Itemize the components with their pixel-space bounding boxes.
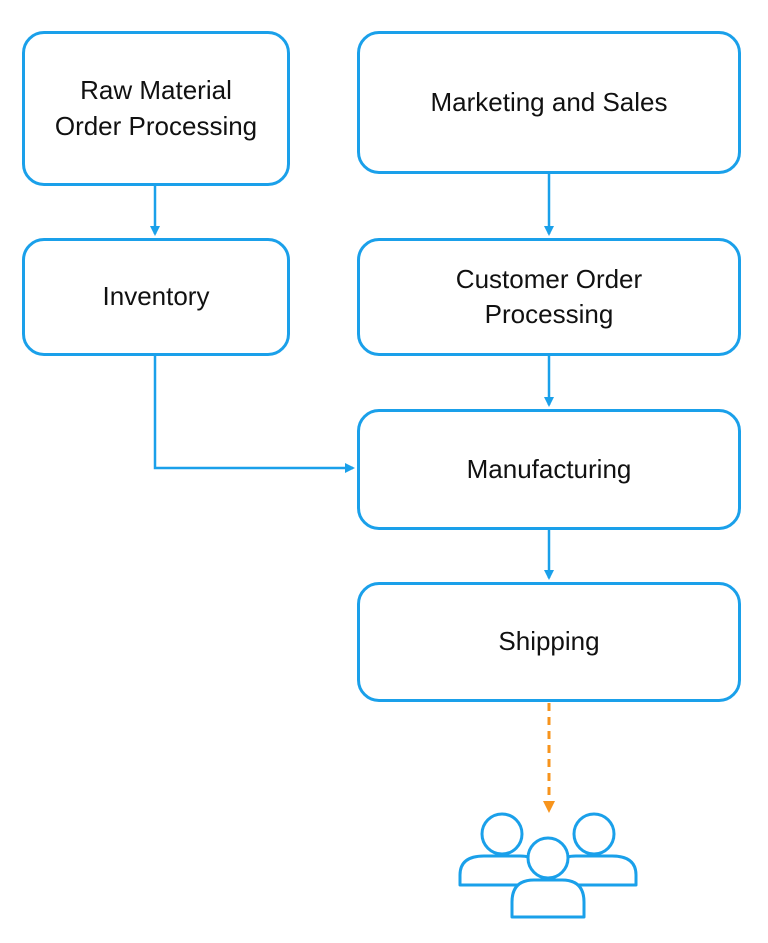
inventory-label: Inventory (102, 281, 210, 312)
shipping-label: Shipping (498, 626, 600, 657)
raw-material-order-processing-box: Raw Material Order Processing (22, 31, 290, 186)
manufacturing-label: Manufacturing (466, 453, 632, 484)
customer-order-processing-box: Customer Order Processing (357, 238, 741, 356)
shipping-box: Shipping (357, 582, 741, 702)
inventory-box: Inventory (22, 238, 290, 356)
arrow-inventory-to-manufacturing (153, 356, 355, 473)
customers-group-icon (458, 812, 638, 919)
manufacturing-box: Manufacturing (357, 409, 741, 530)
customer-order-processing-label: Customer Order Processing (455, 263, 643, 329)
raw-material-order-processing-label: Raw Material Order Processing (54, 75, 258, 141)
marketing-and-sales-box: Marketing and Sales (357, 31, 741, 174)
marketing-and-sales-label: Marketing and Sales (430, 86, 668, 117)
